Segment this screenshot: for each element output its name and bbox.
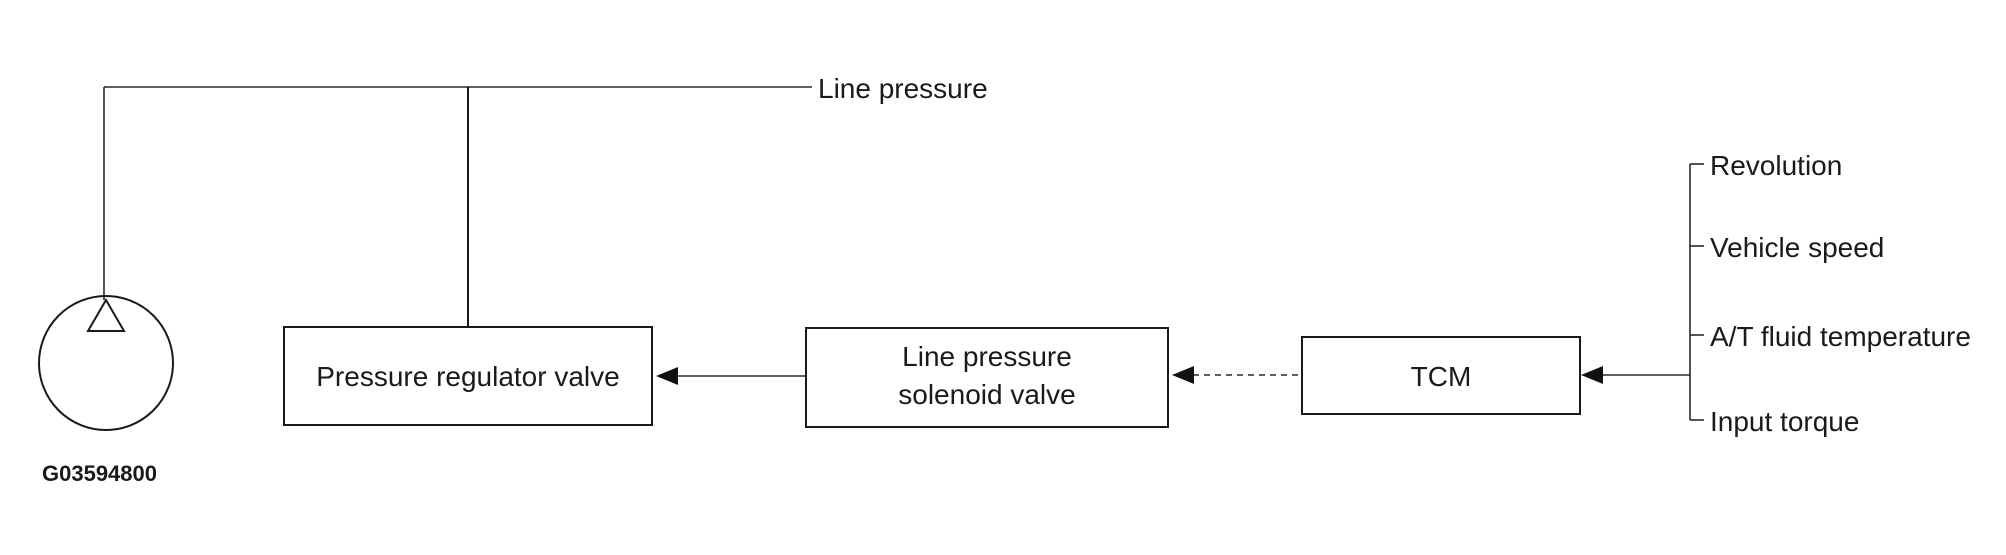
- tcm-box: TCM: [1301, 336, 1581, 415]
- line-pressure-solenoid-valve-box: Line pressure solenoid valve: [805, 327, 1169, 428]
- input-vehicle-speed-label: Vehicle speed: [1710, 232, 1884, 263]
- arrow-tcm-to-solenoid: [1172, 366, 1302, 384]
- arrow-inputs-to-tcm: [1581, 366, 1690, 384]
- tcm-label: TCM: [1411, 361, 1472, 392]
- figure-id-label: G03594800: [42, 461, 157, 486]
- line-pressure-line: [103, 86, 812, 327]
- inputs-bracket: [1689, 163, 1704, 421]
- line-pressure-label: Line pressure: [818, 73, 988, 104]
- input-fluid-temperature-label: A/T fluid temperature: [1710, 321, 1971, 352]
- pressure-regulator-valve-label: Pressure regulator valve: [316, 361, 619, 392]
- pressure-regulator-valve-box: Pressure regulator valve: [283, 326, 653, 426]
- solenoid-valve-label-line2: solenoid valve: [898, 379, 1075, 410]
- oil-pump-icon: [38, 295, 174, 431]
- arrow-solenoid-to-regulator: [656, 367, 806, 385]
- solenoid-valve-label-line1: Line pressure: [902, 341, 1072, 372]
- input-torque-label: Input torque: [1710, 406, 1859, 437]
- input-revolution-label: Revolution: [1710, 150, 1842, 181]
